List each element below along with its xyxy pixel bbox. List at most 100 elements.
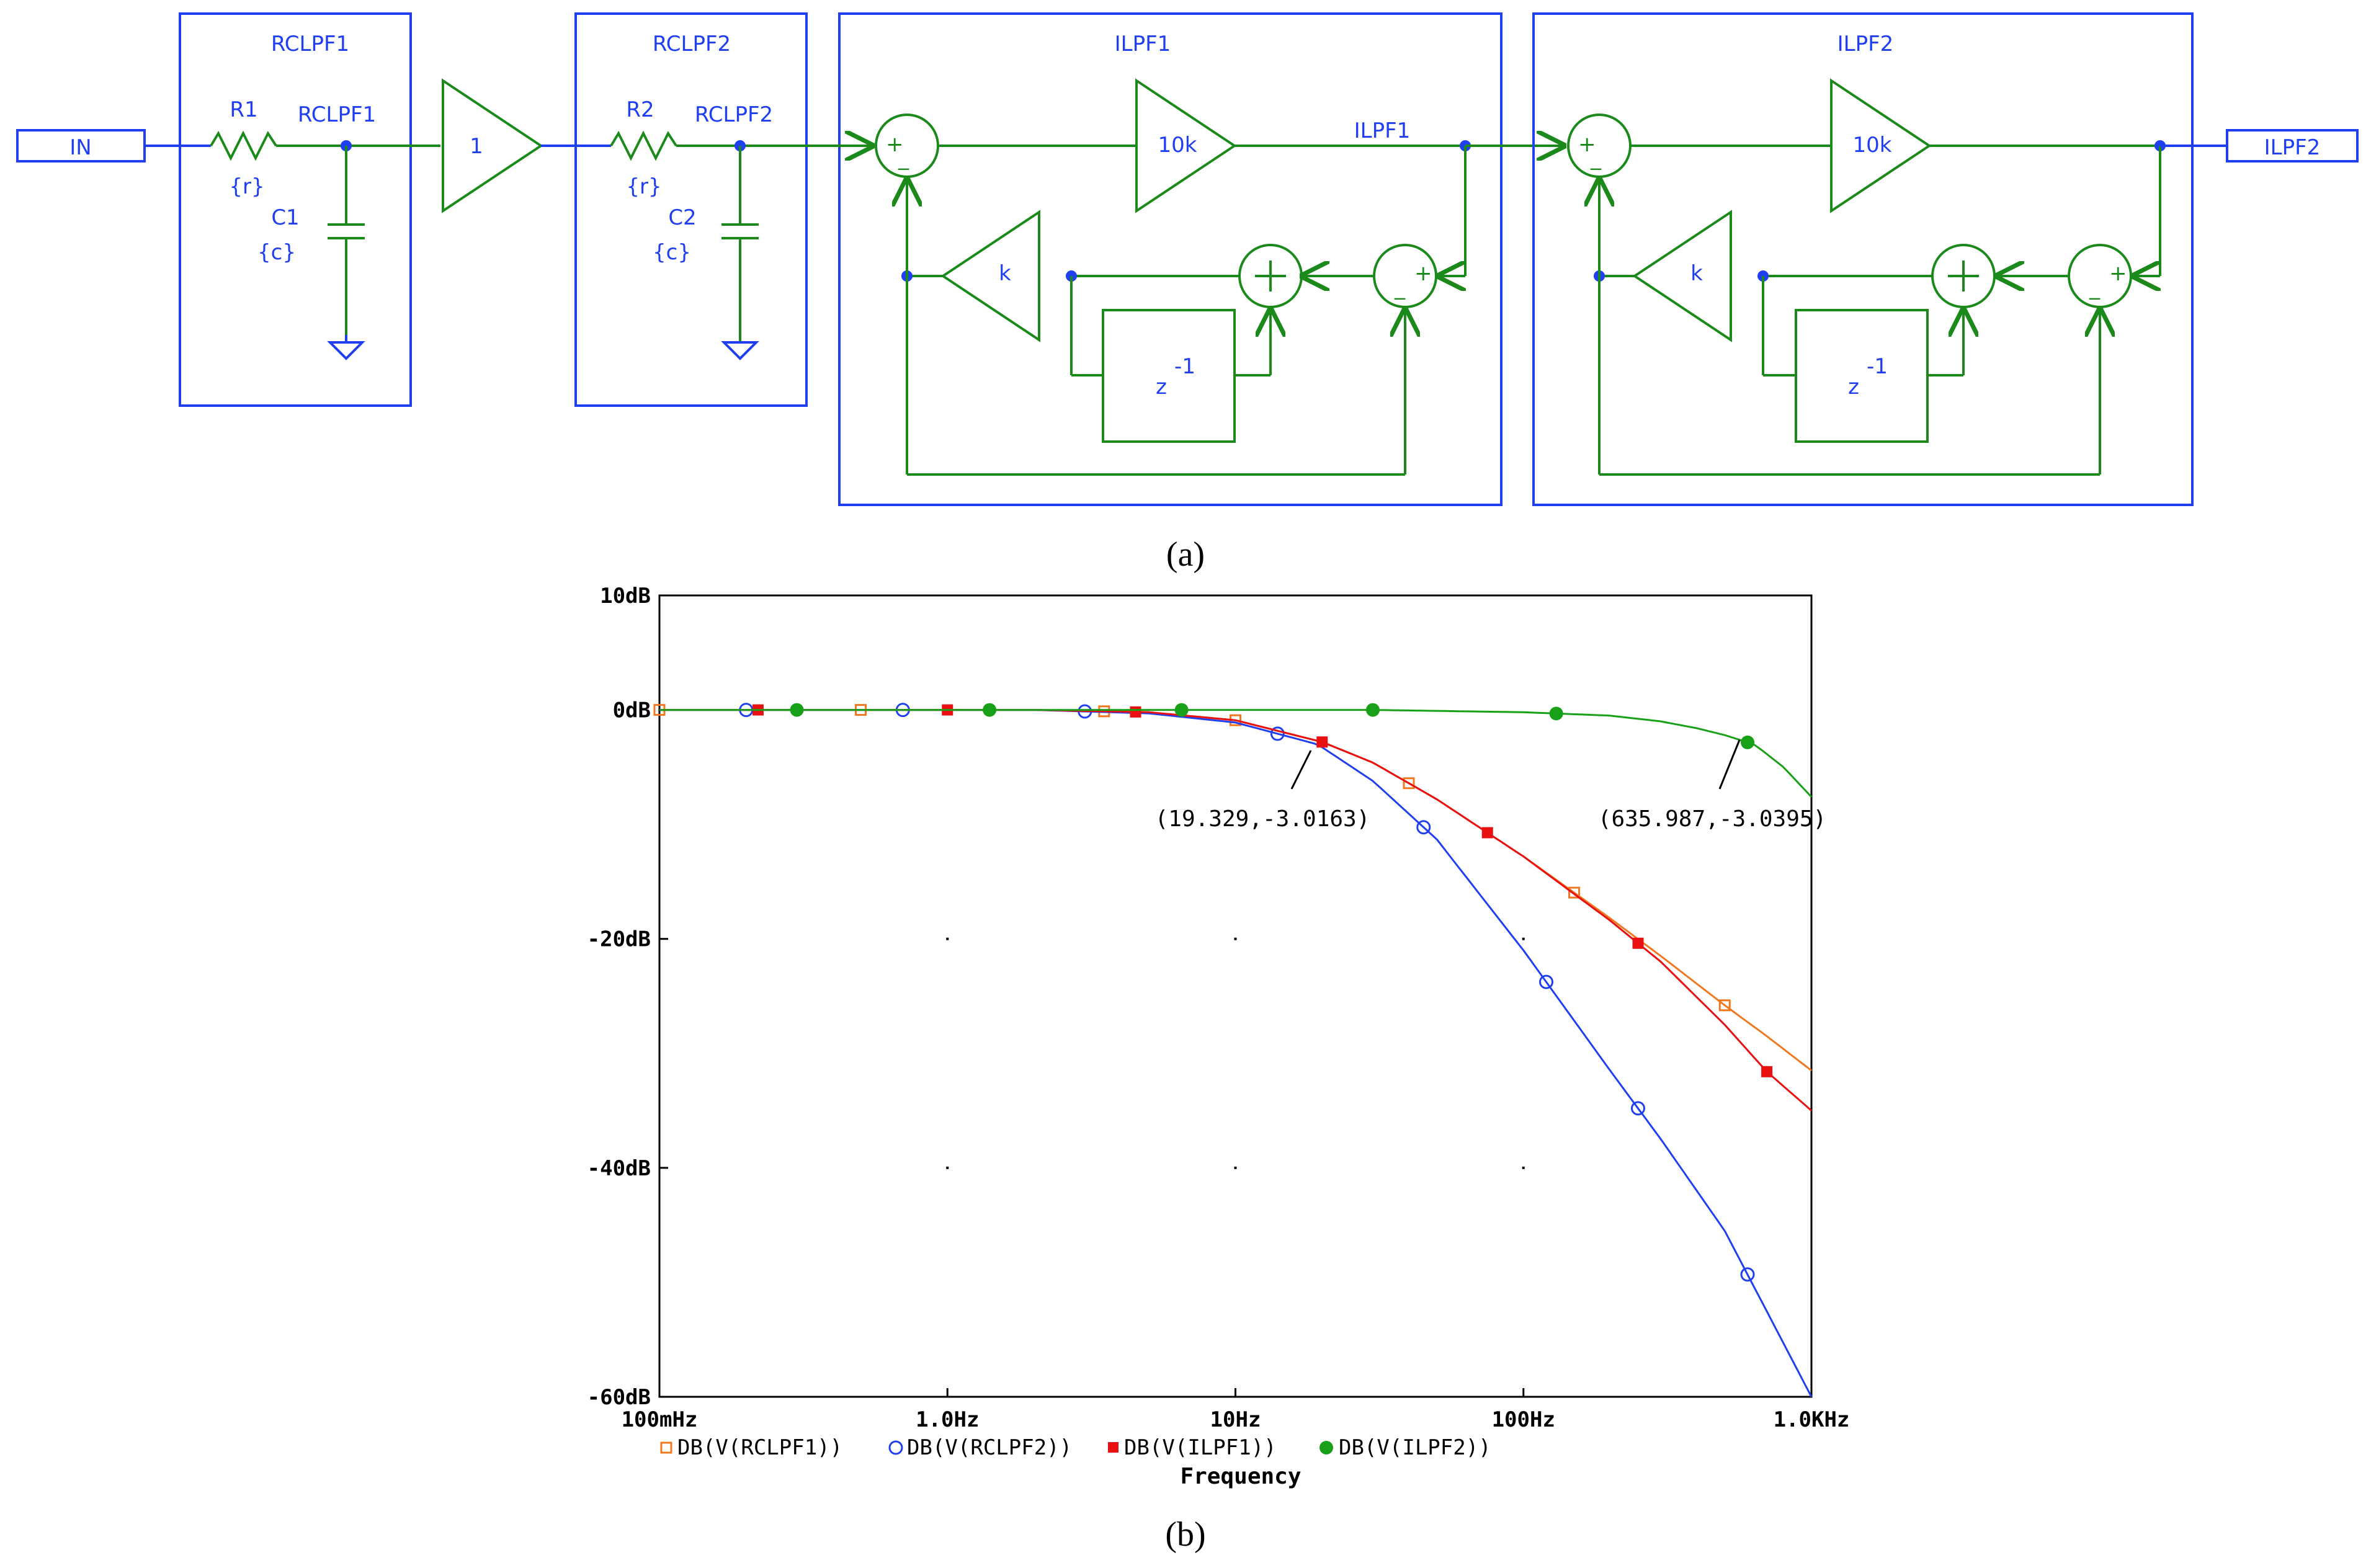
svg-text:10k: 10k xyxy=(1853,133,1892,158)
block-title: ILPF1 xyxy=(1115,32,1171,56)
svg-text:_: _ xyxy=(2089,275,2101,300)
data-point xyxy=(1403,777,1415,790)
data-point xyxy=(1316,736,1328,748)
data-point xyxy=(1761,1066,1773,1077)
svg-text:+: + xyxy=(1578,132,1596,157)
svg-text:+: + xyxy=(2109,261,2127,286)
x-tick-label: 1.0Hz xyxy=(916,1407,979,1432)
x-tick-label: 100mHz xyxy=(622,1407,698,1432)
svg-text:(635.987,-3.0395): (635.987,-3.0395) xyxy=(1598,806,1826,832)
legend-label: DB(V(ILPF1)) xyxy=(1124,1435,1277,1460)
data-point xyxy=(1630,1101,1645,1116)
output-port: ILPF2 xyxy=(2226,129,2359,163)
resistor-icon xyxy=(610,130,677,161)
series-layer xyxy=(653,703,1813,1397)
y-tick-label: 0dB xyxy=(613,698,651,723)
legend-marker-rclpf1 xyxy=(660,1441,672,1454)
series-line xyxy=(659,709,1812,1111)
gain-amplifier xyxy=(1135,78,1237,213)
svg-text:{c}: {c} xyxy=(257,240,296,265)
series-line xyxy=(659,709,1812,1072)
svg-text:C1: C1 xyxy=(271,205,299,230)
gain-amplifier xyxy=(1830,78,1932,213)
grid-dots xyxy=(946,937,1525,1169)
resistor-label: R1 xyxy=(230,97,257,122)
svg-text:k: k xyxy=(1690,261,1703,286)
svg-text:IN: IN xyxy=(69,135,91,160)
data-point xyxy=(1270,726,1285,741)
data-point xyxy=(1174,703,1189,717)
svg-text:ILPF1: ILPF1 xyxy=(1354,118,1411,143)
caption-b: (b) xyxy=(1165,1515,1205,1554)
svg-text:-1: -1 xyxy=(1174,354,1195,379)
ilpf1-block: ILPF1 + _ 10k ILPF1 + _ k xyxy=(838,12,1503,506)
input-port: IN xyxy=(16,129,146,163)
feedback-gain xyxy=(1632,210,1732,342)
svg-text:_: _ xyxy=(1590,146,1602,171)
schematic: IN RCLPF1 R1 RCLPF1 {r} C1 {c} 1 xyxy=(16,12,2359,574)
block-title: RCLPF2 xyxy=(653,32,731,56)
ground-icon xyxy=(721,341,759,360)
block-title: RCLPF1 xyxy=(271,32,349,56)
caption-a: (a) xyxy=(1166,535,1205,574)
svg-text:ILPF2: ILPF2 xyxy=(2264,135,2321,160)
data-point xyxy=(1718,999,1731,1012)
rclpf1-block: RCLPF1 R1 RCLPF1 {r} C1 {c} xyxy=(179,12,440,407)
buffer-amplifier: 1 xyxy=(442,78,543,213)
x-tick-label: 1.0KHz xyxy=(1774,1407,1850,1432)
legend-marker-ilpf1 xyxy=(1108,1442,1119,1453)
node-label: RCLPF1 xyxy=(298,102,376,127)
svg-text:R2: R2 xyxy=(626,97,654,122)
annotation-2: (635.987,-3.0395) xyxy=(1598,739,1826,832)
ilpf2-block: ILPF2 + _ 10k + _ k xyxy=(1532,12,2227,506)
data-point xyxy=(1416,820,1431,835)
grid-dot xyxy=(946,1166,949,1169)
data-point xyxy=(1740,1267,1755,1282)
data-point xyxy=(1549,706,1563,721)
block-title: ILPF2 xyxy=(1837,32,1894,56)
delay-block xyxy=(1795,309,1929,443)
resistor-icon xyxy=(210,130,277,161)
series-4 xyxy=(659,703,1813,798)
data-point xyxy=(1568,886,1581,899)
data-point xyxy=(1539,974,1554,989)
legend-label: DB(V(ILPF2)) xyxy=(1339,1435,1491,1460)
feedback-gain xyxy=(940,210,1040,342)
svg-text:10k: 10k xyxy=(1158,133,1197,158)
data-point xyxy=(983,703,997,717)
svg-text:(19.329,-3.0163): (19.329,-3.0163) xyxy=(1155,806,1370,832)
series-1 xyxy=(653,704,1812,1072)
svg-text:_: _ xyxy=(898,146,909,171)
rclpf2-block: RCLPF2 R2 RCLPF2 {r} C2 {c} xyxy=(574,12,872,407)
svg-text:_: _ xyxy=(1394,275,1406,300)
data-point xyxy=(790,703,804,717)
svg-text:C2: C2 xyxy=(668,205,696,230)
svg-text:{r}: {r} xyxy=(626,174,661,199)
series-3 xyxy=(659,704,1812,1111)
legend: DB(V(RCLPF1)) DB(V(RCLPF2)) DB(V(ILPF1))… xyxy=(660,1435,1491,1460)
data-point xyxy=(1130,706,1141,718)
grid-dot xyxy=(1234,937,1237,940)
svg-text:+: + xyxy=(1414,261,1432,286)
data-point xyxy=(1366,703,1380,717)
svg-text:-1: -1 xyxy=(1867,354,1888,379)
x-tick-label: 100Hz xyxy=(1492,1407,1555,1432)
svg-text:+: + xyxy=(886,132,904,157)
data-point xyxy=(1632,937,1644,949)
svg-text:RCLPF2: RCLPF2 xyxy=(695,102,773,127)
svg-text:1: 1 xyxy=(470,134,483,159)
svg-text:z: z xyxy=(1156,375,1167,399)
ground-icon xyxy=(327,341,365,360)
legend-label: DB(V(RCLPF1)) xyxy=(677,1435,842,1460)
annotation-1: (19.329,-3.0163) xyxy=(1155,750,1370,832)
y-tick-label: 10dB xyxy=(600,584,651,608)
grid-dot xyxy=(1234,1166,1237,1169)
legend-label: DB(V(RCLPF2)) xyxy=(907,1435,1072,1460)
y-tick-label: -20dB xyxy=(587,927,651,952)
series-line xyxy=(659,709,1813,798)
svg-text:z: z xyxy=(1848,375,1859,399)
